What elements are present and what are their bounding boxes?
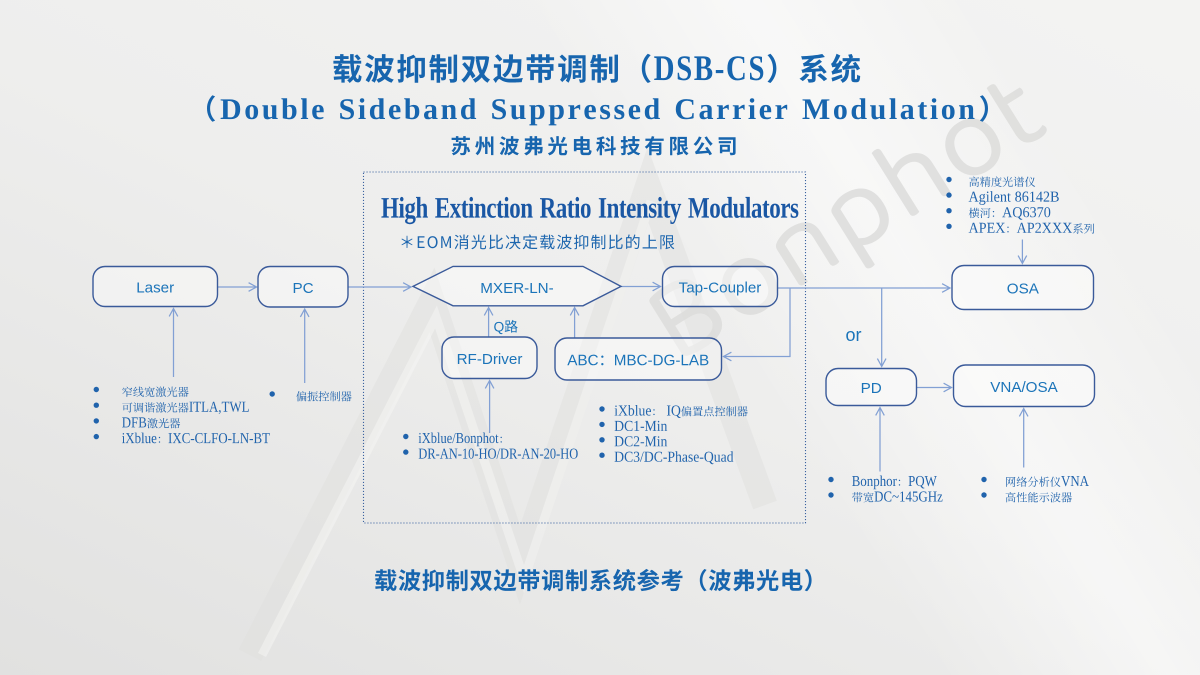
svg-text:VNA/OSA: VNA/OSA (990, 379, 1058, 396)
svg-text:MXER-LN-: MXER-LN- (480, 280, 553, 297)
svg-text:OSA: OSA (1007, 281, 1040, 298)
svg-text:PD: PD (861, 380, 882, 397)
svg-text:or: or (846, 325, 862, 345)
svg-text:Tap-Coupler: Tap-Coupler (679, 280, 762, 297)
svg-text:RF-Driver: RF-Driver (457, 351, 523, 368)
svg-text:PC: PC (292, 280, 313, 297)
svg-text:Laser: Laser (136, 280, 174, 297)
